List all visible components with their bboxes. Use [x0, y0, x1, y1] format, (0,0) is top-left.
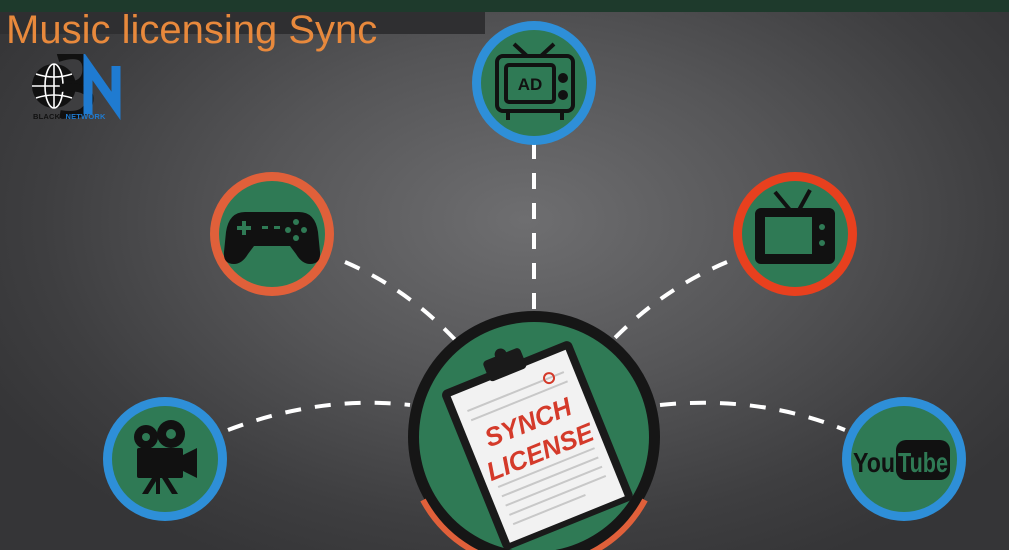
node-film	[103, 397, 227, 521]
connector-youtube	[659, 400, 846, 432]
node-tv	[733, 172, 857, 296]
logo-wordmark-part2: NETWORK	[65, 112, 106, 121]
title-background	[0, 12, 485, 34]
node-synch-license: SYNCH LICENSE	[408, 311, 660, 550]
gamepad-icon	[223, 212, 321, 264]
logo-wordmark-part1: BLACKS	[33, 112, 66, 121]
youtube-tube-label: Tube	[898, 447, 948, 478]
connector-film	[227, 400, 411, 432]
blacksnetwork-logo	[32, 54, 121, 121]
tv-ad-label: AD	[518, 75, 543, 94]
youtube-icon: You Tube	[853, 440, 950, 480]
film-camera-icon	[134, 420, 197, 494]
globe-icon	[32, 63, 76, 109]
node-game	[210, 172, 334, 296]
video-title: Music licensing Sync	[6, 8, 378, 52]
clipboard-icon: SYNCH LICENSE	[442, 341, 633, 550]
node-tv-ad: AD	[472, 21, 596, 145]
connector-lines	[227, 143, 846, 432]
node-youtube: You Tube	[842, 397, 966, 521]
top-bar	[0, 0, 1009, 12]
youtube-you-label: You	[853, 447, 895, 478]
logo-wordmark: BLACKSNETWORK	[33, 112, 106, 121]
tv-ad-icon	[495, 42, 575, 120]
connector-game	[344, 260, 462, 347]
tv-icon	[755, 189, 835, 264]
connector-tv	[606, 260, 728, 347]
